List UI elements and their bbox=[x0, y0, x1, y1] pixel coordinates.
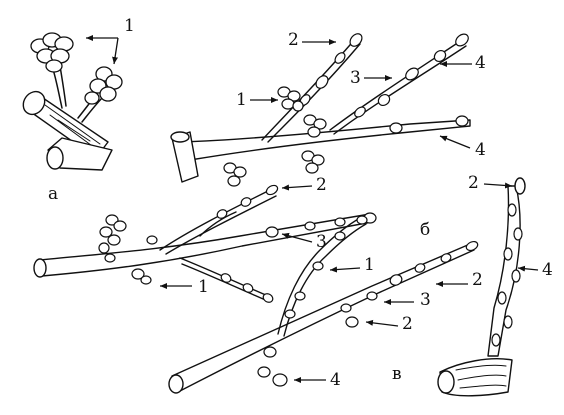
label-d-1: 1 bbox=[364, 255, 375, 275]
arrowhead-icon bbox=[483, 182, 513, 189]
panel-letter-v: в bbox=[392, 364, 402, 384]
label-e-4: 4 bbox=[542, 260, 553, 280]
label-d-3: 3 bbox=[420, 290, 431, 310]
drawing-d bbox=[168, 215, 479, 394]
arrowhead-icon bbox=[329, 266, 361, 273]
drawing-b bbox=[170, 33, 472, 187]
arrowhead-icon bbox=[281, 232, 313, 243]
label-a-1: 1 bbox=[124, 16, 135, 36]
arrowhead-icon bbox=[112, 37, 119, 65]
label-b-2a: 2 bbox=[288, 30, 299, 50]
label-c-1: 1 bbox=[198, 277, 209, 297]
label-e-2: 2 bbox=[468, 173, 479, 193]
panel-letter-a: а bbox=[48, 184, 59, 204]
label-d-2a: 2 bbox=[472, 270, 483, 290]
drawing-e bbox=[437, 177, 539, 397]
arrowhead-icon bbox=[281, 184, 313, 191]
label-c-3: 3 bbox=[316, 232, 327, 252]
label-b-4b: 4 bbox=[475, 140, 486, 160]
label-b-3: 3 bbox=[350, 68, 361, 88]
label-c-2: 2 bbox=[316, 175, 327, 195]
label-d-2b: 2 bbox=[402, 314, 413, 334]
label-b-4a: 4 bbox=[475, 53, 486, 73]
drawing-a bbox=[22, 32, 123, 171]
arrowhead-icon bbox=[365, 319, 399, 327]
label-b-1: 1 bbox=[236, 90, 247, 110]
drawing-c bbox=[33, 184, 377, 303]
label-d-4: 4 bbox=[330, 370, 341, 390]
arrowhead-icon bbox=[439, 135, 471, 149]
panel-letter-b: б bbox=[420, 220, 431, 240]
arrowhead-icon bbox=[517, 265, 539, 272]
